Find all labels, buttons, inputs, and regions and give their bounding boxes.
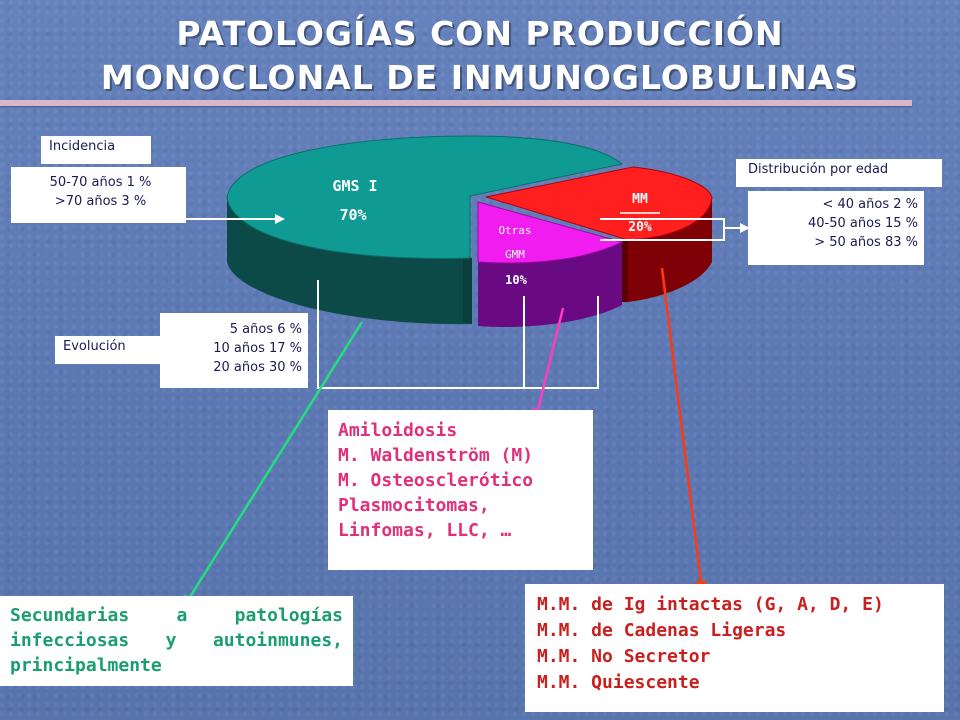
green-arrow (183, 321, 364, 608)
mm-item: M.M. No Secretor (537, 646, 711, 667)
gms-label: GMS I (332, 177, 377, 195)
distribucion-row: 40-50 años 15 % (808, 216, 918, 231)
distribucion-label: Distribución por edad (736, 159, 942, 187)
otras-value: 10% (505, 273, 527, 287)
gms-value: 70% (339, 206, 366, 224)
mm-item: M.M. de Ig intactas (G, A, D, E) (537, 594, 884, 615)
distribucion-row: > 50 años 83 % (814, 235, 918, 250)
otras-gmm-item: M. Osteosclerótico (338, 470, 534, 491)
otras-gmm-item: Amiloidosis (338, 420, 458, 441)
incidencia-box: 50-70 años 1 % >70 años 3 % (11, 167, 186, 223)
pie-slice-gms (226, 135, 624, 325)
distribucion-connector (600, 218, 725, 241)
evolucion-row: 5 años 6 % (229, 322, 302, 337)
mm-box: M.M. de Ig intactas (G, A, D, E) M.M. de… (525, 584, 944, 712)
evolucion-connector (317, 280, 599, 389)
incidencia-label: Incidencia (41, 136, 151, 164)
otras-gmm-item: Plasmocitomas, (338, 495, 490, 516)
mm-item: M.M. Quiescente (537, 672, 700, 693)
otras-gmm-item: M. Waldenström (M) (338, 445, 534, 466)
title-line-2: MONOCLONAL DE INMUNOGLOBULINAS (100, 58, 860, 97)
evolucion-row: 20 años 30 % (213, 360, 302, 375)
pink-arrow (532, 307, 565, 421)
otras-label-1: Otras (498, 224, 531, 237)
secundarias-box: Secundarias a patologías infecciosas y a… (0, 596, 353, 686)
mm-label: MM (632, 192, 648, 207)
evolucion-label: Evolución (55, 336, 161, 364)
otras-gmm-box: Amiloidosis M. Waldenström (M) M. Osteos… (328, 410, 593, 570)
distribucion-box: < 40 años 2 % 40-50 años 15 % > 50 años … (748, 191, 924, 265)
mm-item: M.M. de Cadenas Ligeras (537, 620, 787, 641)
title-line-1: PATOLOGÍAS CON PRODUCCIÓN (176, 14, 784, 53)
distribucion-row: < 40 años 2 % (822, 197, 918, 212)
incidencia-row: 50-70 años 1 % (49, 175, 152, 190)
otras-label-2: GMM (505, 248, 525, 261)
red-arrow (660, 267, 707, 593)
mm-value: 20% (628, 220, 652, 235)
pie-slice-mm (485, 166, 713, 302)
evolucion-box: 5 años 6 % 10 años 17 % 20 años 30 % (160, 313, 308, 388)
otras-gmm-item: Linfomas, LLC, … (338, 520, 512, 541)
evolucion-row: 10 años 17 % (213, 341, 302, 356)
pie-slice-otras (477, 201, 624, 328)
incidencia-row: >70 años 3 % (54, 194, 147, 209)
title-underline (0, 100, 912, 106)
